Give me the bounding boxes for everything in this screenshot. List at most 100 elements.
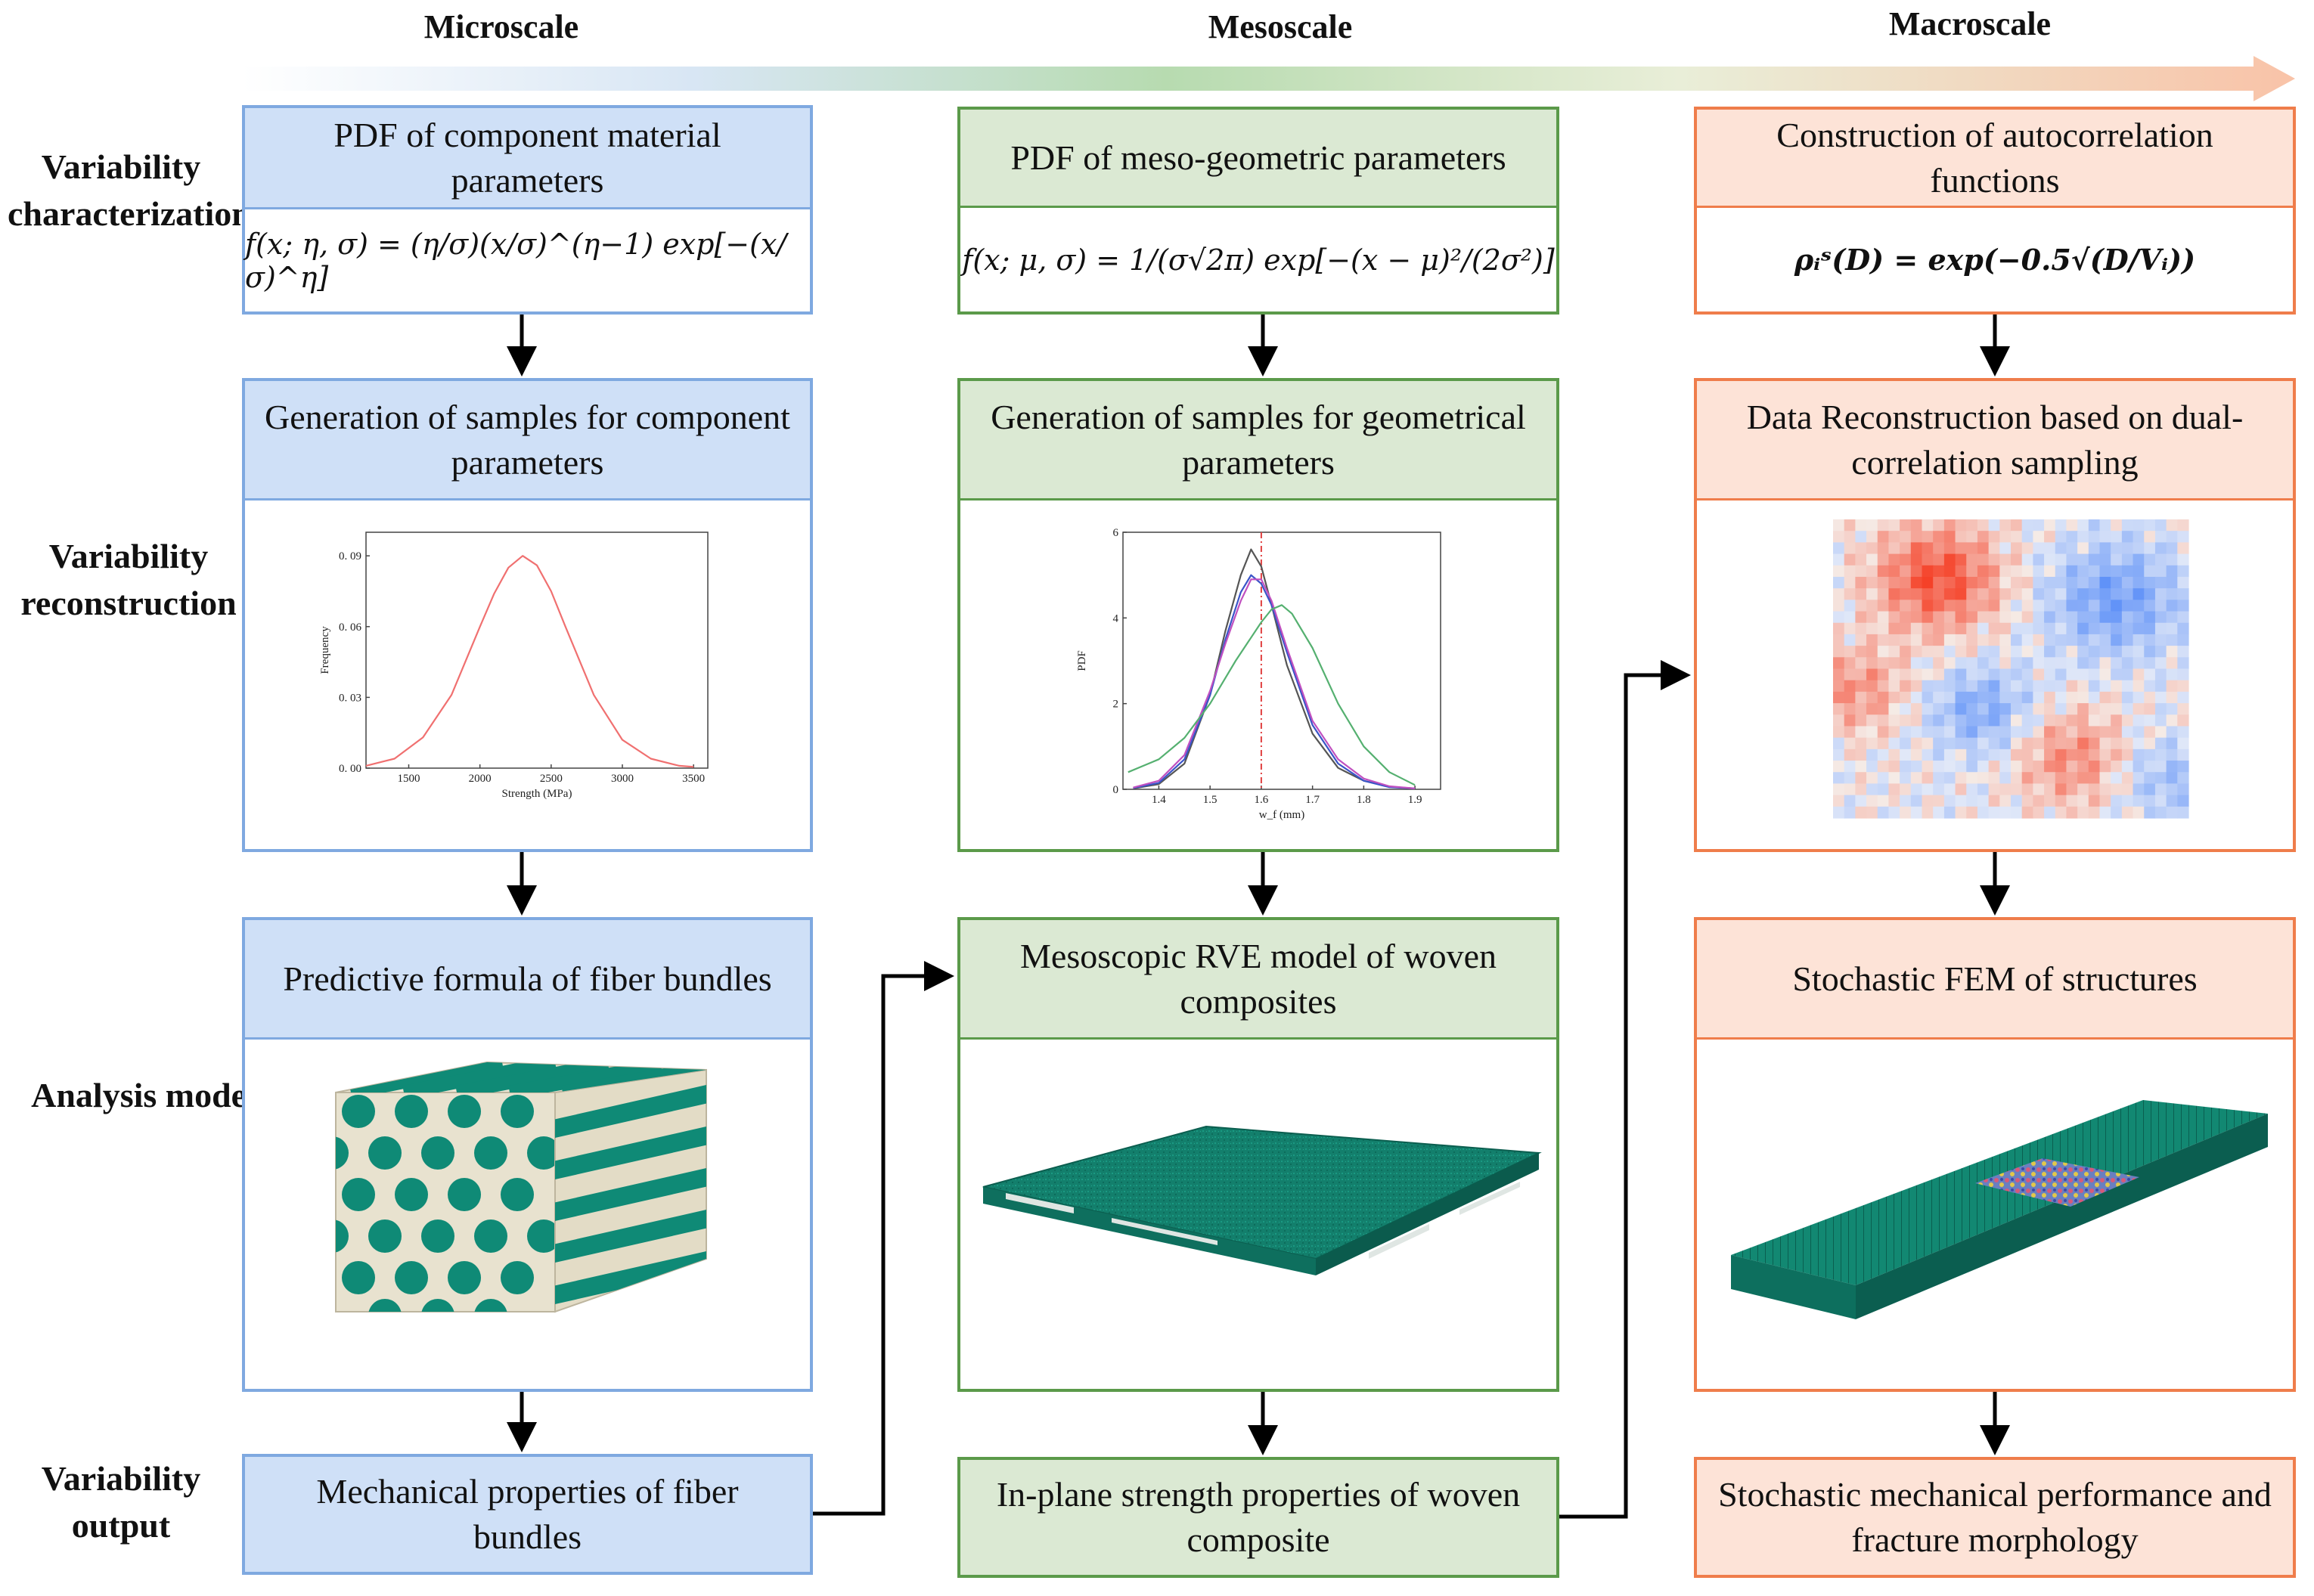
field-cell (2111, 703, 2123, 715)
series-line-1 (1133, 548, 1416, 789)
field-cell (2177, 703, 2189, 715)
field-cell (1955, 726, 1967, 739)
field-cell (1844, 691, 1856, 704)
field-cell (1933, 588, 1945, 600)
field-cell (2177, 622, 2189, 635)
field-cell (2044, 737, 2056, 750)
field-cell (1866, 646, 1878, 658)
stochastic-fem-beam-illustration (1731, 1100, 2268, 1319)
field-cell (1933, 783, 1945, 796)
field-cell (2166, 565, 2178, 578)
field-cell (2066, 795, 2078, 807)
field-cell (2088, 783, 2101, 796)
field-cell (1888, 691, 1900, 704)
field-cell (2166, 748, 2178, 761)
field-cell (2088, 748, 2101, 761)
field-cell (2055, 634, 2067, 646)
field-cell (2021, 680, 2033, 693)
field-cell (1999, 600, 2012, 612)
field-cell (2111, 519, 2123, 531)
field-cell (1866, 806, 1878, 819)
field-cell (1933, 634, 1945, 646)
field-cell (1977, 737, 1990, 750)
field-cell (1988, 519, 2000, 531)
field-cell (1910, 691, 1923, 704)
field-cell (2144, 783, 2156, 796)
field-cell (2077, 634, 2089, 646)
field-cell (2055, 600, 2067, 612)
field-cell (2099, 657, 2111, 670)
field-cell (1955, 714, 1967, 727)
field-cell (1855, 703, 1867, 715)
field-cell (1888, 726, 1900, 739)
field-cell (2011, 646, 2023, 658)
field-cell (1855, 622, 1867, 635)
field-cell (2088, 761, 2101, 773)
field-cell (1922, 611, 1934, 624)
x-tick-label: 3500 (682, 773, 705, 785)
field-cell (1877, 634, 1890, 646)
field-cell (2099, 668, 2111, 681)
field-cell (2166, 576, 2178, 589)
field-cell (1833, 646, 1845, 658)
field-cell (1955, 576, 1967, 589)
field-cell (1855, 588, 1867, 600)
field-cell (2021, 553, 2033, 566)
field-cell (2077, 691, 2089, 704)
field-cell (1943, 703, 1956, 715)
field-cell (1966, 783, 1978, 796)
field-cell (2011, 553, 2023, 566)
field-cell (2154, 806, 2167, 819)
field-cell (2121, 703, 2134, 715)
series-line-3 (1133, 578, 1416, 789)
field-cell (1988, 622, 2000, 635)
field-cell (1999, 565, 2012, 578)
field-cell (1855, 553, 1867, 566)
field-cell (1833, 622, 1845, 635)
field-cell (2144, 531, 2156, 543)
field-cell (2044, 806, 2056, 819)
field-cell (2066, 646, 2078, 658)
field-cell (2144, 553, 2156, 566)
field-cell (2021, 531, 2033, 543)
field-cell (2088, 553, 2101, 566)
field-cell (1977, 588, 1990, 600)
field-cell (2099, 611, 2111, 624)
field-cell (2011, 588, 2023, 600)
field-cell (2044, 600, 2056, 612)
field-cell (1999, 531, 2012, 543)
field-cell (2033, 691, 2045, 704)
field-cell (1888, 634, 1900, 646)
field-cell (1888, 531, 1900, 543)
field-cell (2055, 748, 2067, 761)
field-cell (1866, 565, 1878, 578)
field-cell (2044, 680, 2056, 693)
field-cell (1866, 714, 1878, 727)
field-cell (1977, 680, 1990, 693)
field-cell (1833, 772, 1845, 785)
field-cell (2111, 806, 2123, 819)
field-cell (2033, 748, 2045, 761)
field-cell (1922, 542, 1934, 555)
field-cell (1844, 565, 1856, 578)
field-cell (1988, 795, 2000, 807)
field-cell (1900, 737, 1912, 750)
field-cell (2011, 600, 2023, 612)
field-cell (1977, 634, 1990, 646)
field-cell (1833, 668, 1845, 681)
field-cell (1833, 565, 1845, 578)
field-cell (1988, 806, 2000, 819)
field-cell (1833, 657, 1845, 670)
field-cell (2177, 553, 2189, 566)
macro-model-title: Stochastic FEM of structures (1697, 920, 2293, 1040)
field-cell (2088, 576, 2101, 589)
field-cell (2144, 646, 2156, 658)
x-tick-label: 2000 (469, 773, 492, 785)
field-cell (2166, 703, 2178, 715)
field-cell (2066, 531, 2078, 543)
micro-samples-box: Generation of samples for component para… (242, 378, 813, 852)
field-cell (1988, 576, 2000, 589)
field-cell (2021, 795, 2033, 807)
field-cell (2021, 748, 2033, 761)
field-cell (2077, 646, 2089, 658)
